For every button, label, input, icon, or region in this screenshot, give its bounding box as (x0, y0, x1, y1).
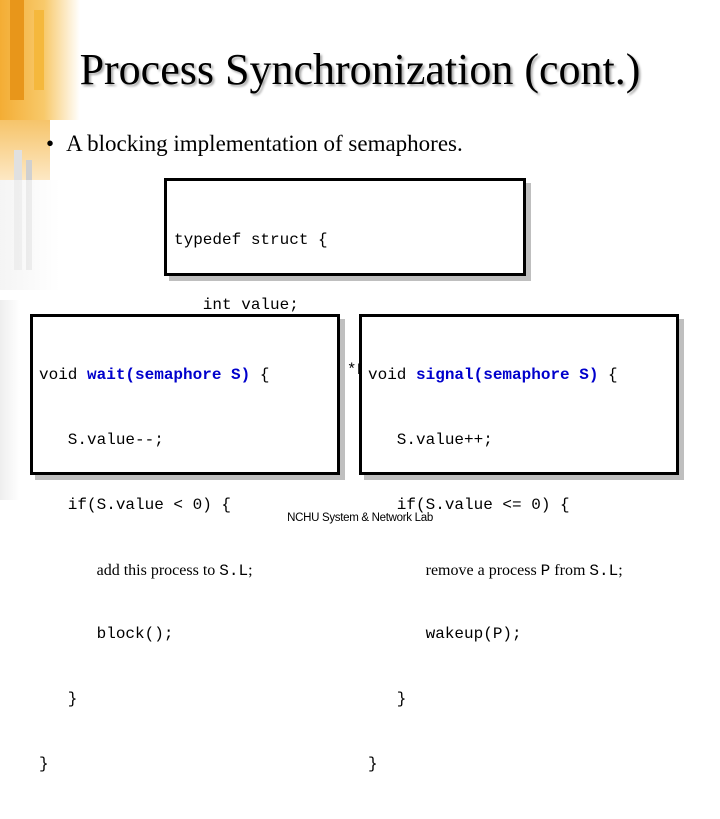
code-token: void (368, 366, 417, 385)
code-line-mixed: add this process to S.L; (39, 560, 337, 582)
code-indent (368, 562, 426, 580)
prose-text: ; (248, 561, 253, 579)
code-line: } (39, 754, 49, 773)
code-token: { (598, 366, 618, 385)
signal-operation-box: void signal(semaphore S) { S.value++; if… (359, 314, 679, 773)
slide-footer: NCHU System & Network Lab (287, 512, 433, 524)
bullet-marker: • (46, 131, 55, 156)
bullet-point: • A blocking implementation of semaphores… (46, 131, 463, 157)
decorative-side-band (0, 0, 110, 540)
code-line: } (368, 754, 378, 773)
code-token: P (540, 561, 551, 580)
wait-operation-box: void wait(semaphore S) { S.value--; if(S… (30, 314, 340, 773)
bullet-text: A blocking implementation of semaphores. (66, 131, 463, 156)
code-token: void (39, 366, 88, 385)
code-line: S.value++; (368, 430, 493, 449)
code-line: block(); (39, 625, 174, 644)
wait-function-name: wait(semaphore S) (87, 366, 251, 385)
prose-text: from (550, 561, 590, 579)
code-line: } (368, 690, 407, 709)
wait-signature: void wait(semaphore S) { (39, 365, 337, 387)
code-token: S.L (589, 561, 619, 580)
code-token: { (250, 366, 270, 385)
code-line-mixed: remove a process P from S.L; (368, 560, 676, 582)
code-indent (39, 562, 97, 580)
signal-function-name: signal(semaphore S) (416, 366, 599, 385)
struct-definition-box: typedef struct { int value; struct proce… (164, 178, 526, 444)
code-token: S.L (219, 561, 249, 580)
code-line: int value; (174, 295, 299, 314)
slide-title: Process Synchronization (cont.) (79, 45, 641, 94)
code-line: if(S.value <= 0) { (368, 495, 570, 514)
code-line: wakeup(P); (368, 625, 522, 644)
code-line: S.value--; (39, 430, 164, 449)
prose-text: remove a process (425, 561, 541, 579)
signal-signature: void signal(semaphore S) { (368, 365, 676, 387)
code-line: if(S.value < 0) { (39, 495, 232, 514)
prose-text: ; (618, 561, 623, 579)
code-line: } (39, 690, 78, 709)
prose-text: add this process to (96, 561, 220, 579)
code-line: typedef struct { (174, 231, 328, 250)
